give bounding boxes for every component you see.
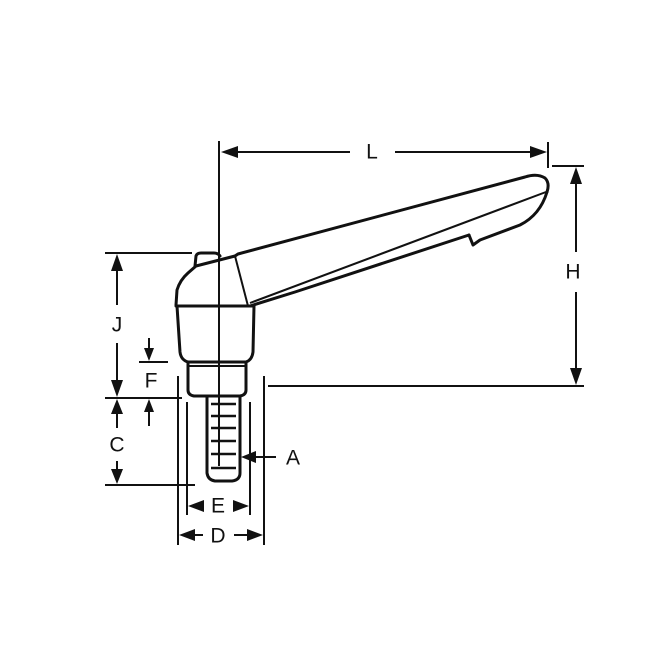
- dimension-H: H: [268, 165, 584, 387]
- dimension-L: L: [221, 141, 549, 168]
- hub-neck: [186, 360, 248, 398]
- dimension-J: J: [105, 252, 192, 399]
- lever-arm-top: [233, 173, 550, 258]
- lever-bevel-line: [249, 191, 547, 304]
- hub-body: [175, 304, 256, 364]
- dimension-C: C: [105, 399, 195, 486]
- dimension-E: E: [188, 495, 249, 518]
- label-H: H: [565, 261, 580, 284]
- dimension-F: F: [139, 338, 168, 426]
- label-C: C: [109, 434, 124, 457]
- label-E: E: [211, 495, 225, 518]
- dimension-D: D: [179, 525, 263, 548]
- lever-tip-curve: [467, 190, 549, 247]
- hub-dome: [174, 254, 237, 307]
- label-J: J: [112, 314, 123, 337]
- lever-arm-bottom: [248, 233, 471, 308]
- extension-lines: [177, 376, 265, 545]
- lever-part: [174, 141, 550, 483]
- label-F: F: [145, 370, 158, 393]
- label-L: L: [366, 141, 378, 164]
- thread-lines: [211, 402, 236, 470]
- label-D: D: [210, 525, 225, 548]
- label-A: A: [286, 447, 300, 470]
- threaded-stud: [205, 394, 242, 483]
- lever-hub-joint: [234, 255, 249, 307]
